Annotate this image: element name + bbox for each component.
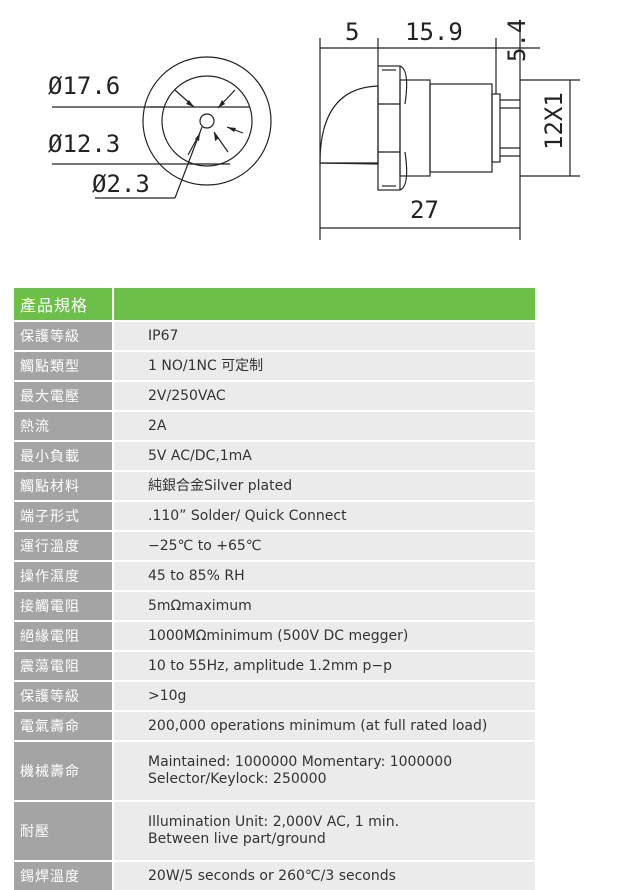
spec-value-line: 10 to 55Hz, amplitude 1.2mm p−p (148, 657, 393, 674)
spec-header-title: 產品規格 (20, 296, 89, 315)
spec-value: 2V/250VAC (112, 382, 535, 410)
spec-value-line-2: Selector/Keylock: 250000 (148, 771, 327, 787)
spec-value: 20W/5 seconds or 260℃/3 seconds (112, 862, 535, 890)
dim-27: 27 (410, 196, 439, 224)
body (399, 79, 431, 177)
spec-value: 200,000 operations minimum (at full rate… (112, 712, 535, 740)
outer-circle (142, 56, 272, 186)
spec-value-line: 5V AC/DC,1mA (148, 447, 252, 464)
spec-value-line: 2A (148, 417, 167, 434)
spec-value-line: .110” Solder/ Quick Connect (148, 507, 347, 524)
dim-15-9: 15.9 (405, 18, 463, 46)
spec-value: 1000MΩminimum (500V DC megger) (112, 622, 535, 650)
spec-label: 耐壓 (14, 802, 112, 860)
spec-label: 絕緣電阻 (14, 622, 112, 650)
spec-value-line: 200,000 operations minimum (at full rate… (148, 717, 488, 734)
spec-value-line: 45 to 85% RH (148, 567, 245, 584)
spec-row: 運行溫度 −25℃ to +65℃ (14, 530, 535, 560)
spec-row: 最大電壓 2V/250VAC (14, 380, 535, 410)
spec-value: 5mΩmaximum (112, 592, 535, 620)
spec-row: 觸點類型 1 NO/1NC 可定制 (14, 350, 535, 380)
spec-value-line: 1 NO/1NC 可定制 (148, 357, 264, 374)
spec-value-line: 2V/250VAC (148, 387, 226, 404)
spec-row: 錫焊溫度 20W/5 seconds or 260℃/3 seconds (14, 860, 535, 890)
spec-row: 保護等級 IP67 (14, 320, 535, 350)
spec-label: 最大電壓 (14, 382, 112, 410)
spec-value: IP67 (112, 322, 535, 350)
spec-row: 端子形式 .110” Solder/ Quick Connect (14, 500, 535, 530)
spec-value: 45 to 85% RH (112, 562, 535, 590)
spec-row: 電氣壽命 200,000 operations minimum (at full … (14, 710, 535, 740)
spec-row: 接觸電阻 5mΩmaximum (14, 590, 535, 620)
spec-value-line-2: Between live part/ground (148, 831, 326, 847)
spec-label: 接觸電阻 (14, 592, 112, 620)
spec-row: 觸點材料 純銀合金Silver plated (14, 470, 535, 500)
spec-value: 2A (112, 412, 535, 440)
spec-row: 絕緣電阻 1000MΩminimum (500V DC megger) (14, 620, 535, 650)
dim-outer-dia: Ø17.6 (48, 72, 120, 100)
spec-value: 5V AC/DC,1mA (112, 442, 535, 470)
spec-label: 機械壽命 (14, 742, 112, 800)
spec-value: −25℃ to +65℃ (112, 532, 535, 560)
spec-label: 操作濕度 (14, 562, 112, 590)
dim-hole-dia: Ø2.3 (92, 170, 150, 198)
spec-row: 操作濕度 45 to 85% RH (14, 560, 535, 590)
spec-label: 保護等級 (14, 682, 112, 710)
spec-table: 產品規格 保護等級 IP67 觸點類型 1 NO/1NC 可定制最大電壓 2V/250V… (14, 288, 535, 890)
spec-label: 電氣壽命 (14, 712, 112, 740)
spec-value-line: 1000MΩminimum (500V DC megger) (148, 627, 409, 644)
spec-value-line: 純銀合金Silver plated (148, 477, 293, 494)
spec-row: 震蕩電阻 10 to 55Hz, amplitude 1.2mm p−p (14, 650, 535, 680)
spec-label: 熱流 (14, 412, 112, 440)
center-hole (199, 113, 215, 129)
dim-5-4: 5.4 (503, 19, 531, 62)
dim-12x1: 12X1 (540, 92, 568, 150)
spec-value: >10g (112, 682, 535, 710)
spec-value: Illumination Unit: 2,000V AC, 1 min.Betw… (112, 802, 535, 860)
dim-inner-dia: Ø12.3 (48, 130, 120, 158)
spec-value: 10 to 55Hz, amplitude 1.2mm p−p (112, 652, 535, 680)
spec-rows: 保護等級 IP67 觸點類型 1 NO/1NC 可定制最大電壓 2V/250VAC 熱流 2… (14, 320, 535, 890)
dim-5: 5 (345, 18, 359, 46)
spec-label: 最小負載 (14, 442, 112, 470)
spec-label: 錫焊溫度 (14, 862, 112, 890)
spec-value: .110” Solder/ Quick Connect (112, 502, 535, 530)
spec-row: 熱流 2A (14, 410, 535, 440)
spec-label: 運行溫度 (14, 532, 112, 560)
spec-label: 震蕩電阻 (14, 652, 112, 680)
spec-row: 保護等級 >10g (14, 680, 535, 710)
spec-value-line: 20W/5 seconds or 260℃/3 seconds (148, 867, 396, 884)
spec-value: 純銀合金Silver plated (112, 472, 535, 500)
technical-drawing: Ø17.6 Ø12.3 Ø2.3 5 15.9 27 5.4 12X1 (48, 18, 580, 240)
hex-nut (377, 65, 401, 191)
spec-value-line: >10g (148, 687, 187, 704)
spec-label: 保護等級 (14, 322, 112, 350)
spec-value-line: Maintained: 1000000 Momentary: 1000000 (148, 754, 453, 770)
spec-label: 觸點類型 (14, 352, 112, 380)
spec-label: 觸點材料 (14, 472, 112, 500)
spec-label: 端子形式 (14, 502, 112, 530)
button-cap (319, 85, 379, 165)
spec-value-line: 5mΩmaximum (148, 597, 252, 614)
spec-header: 產品規格 (14, 288, 535, 320)
spec-value-line: IP67 (148, 327, 179, 344)
spec-value: 1 NO/1NC 可定制 (112, 352, 535, 380)
spec-value-line: Illumination Unit: 2,000V AC, 1 min. (148, 814, 400, 830)
inner-circle (161, 75, 253, 167)
spec-row: 最小負載 5V AC/DC,1mA (14, 440, 535, 470)
spec-value-line: −25℃ to +65℃ (148, 537, 262, 554)
